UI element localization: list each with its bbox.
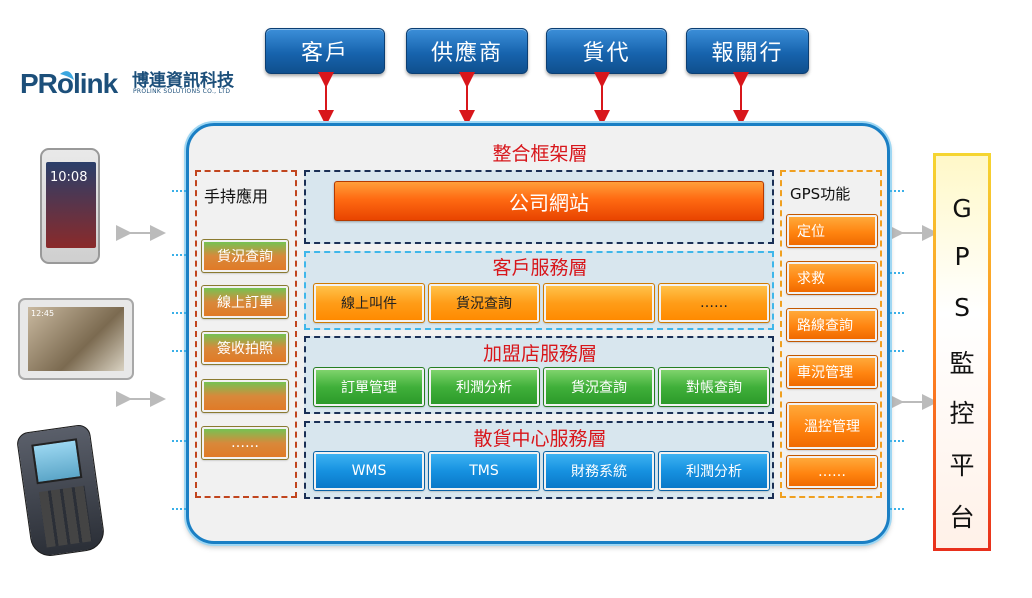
company-name-en: PROLINK SOLUTIONS CO., LTD (133, 88, 231, 95)
center-profit-analysis-button[interactable]: 利潤分析 (658, 451, 770, 491)
party-forwarder-button[interactable]: 貨代 (546, 28, 667, 74)
mobile-tracking-button[interactable]: 貨況查詢 (201, 239, 289, 273)
gps-platform-char: 控 (949, 399, 975, 428)
left-edge-dots (172, 312, 186, 314)
gps-locate-button[interactable]: 定位 (786, 214, 878, 248)
phone-clock: 10:08 (50, 170, 88, 185)
right-edge-dots (890, 508, 904, 510)
double-arrow-icon (318, 72, 749, 126)
company-logo: PRolink 博連資訊科技 PROLINK SOLUTIONS CO., LT… (20, 64, 260, 104)
gps-sos-button[interactable]: 求救 (786, 261, 878, 295)
mobile-empty-button[interactable] (201, 379, 289, 413)
customer-layer-title: 客戶服務層 (492, 257, 588, 279)
gps-route-button[interactable]: 路線查詢 (786, 308, 878, 342)
company-name-zh: 博連資訊科技 (132, 71, 234, 91)
gps-platform-char: 平 (949, 451, 975, 480)
franchise-profit-analysis-button[interactable]: 利潤分析 (428, 367, 540, 407)
gps-vehicle-status-button[interactable]: 車況管理 (786, 355, 878, 389)
customer-empty-button[interactable] (543, 283, 655, 323)
right-edge-dots (890, 272, 904, 274)
party-customs-broker-button[interactable]: 報關行 (686, 28, 809, 74)
tablet-clock: 12:45 (31, 309, 55, 318)
mobile-online-order-button[interactable]: 線上訂單 (201, 285, 289, 319)
right-edge-dots (890, 350, 904, 352)
grey-double-arrow-icon (116, 225, 938, 410)
gps-monitoring-platform: G P S 監 控 平 台 (933, 153, 991, 551)
right-edge-dots (890, 190, 904, 192)
gps-functions-panel (780, 170, 882, 498)
left-edge-dots (172, 350, 186, 352)
gps-platform-char: S (954, 293, 970, 322)
mobile-apps-title: 手持應用 (204, 187, 269, 206)
customer-more-button[interactable]: …… (658, 283, 770, 323)
mobile-signature-photo-button[interactable]: 簽收拍照 (201, 331, 289, 365)
franchise-layer-title: 加盟店服務層 (482, 343, 597, 365)
gps-temperature-button[interactable]: 溫控管理 (786, 402, 878, 450)
tablet-device-icon: 12:45 (18, 298, 134, 380)
franchise-order-mgmt-button[interactable]: 訂單管理 (313, 367, 425, 407)
customer-tracking-button[interactable]: 貨況查詢 (428, 283, 540, 323)
center-tms-button[interactable]: TMS (428, 451, 540, 491)
right-edge-dots (890, 440, 904, 442)
gps-platform-char: 監 (949, 349, 975, 378)
right-edge-dots (890, 312, 904, 314)
gps-platform-char: G (952, 194, 972, 223)
mobile-more-button[interactable]: …… (201, 426, 289, 460)
gps-platform-char: P (954, 242, 970, 271)
left-edge-dots (172, 440, 186, 442)
center-wms-button[interactable]: WMS (313, 451, 425, 491)
gps-platform-char: 台 (949, 503, 975, 532)
framework-title: 整合框架層 (492, 143, 588, 165)
gps-more-button[interactable]: …… (786, 455, 878, 489)
customer-pickup-button[interactable]: 線上叫件 (313, 283, 425, 323)
company-website-button[interactable]: 公司網站 (334, 181, 764, 221)
center-finance-button[interactable]: 財務系統 (543, 451, 655, 491)
prolink-mark-icon: PRolink (20, 68, 120, 99)
smartphone-device-icon: 10:08 (40, 148, 100, 264)
left-edge-dots (172, 190, 186, 192)
franchise-tracking-button[interactable]: 貨況查詢 (543, 367, 655, 407)
center-layer-title: 散貨中心服務層 (473, 428, 607, 450)
gps-functions-title: GPS功能 (790, 185, 851, 203)
left-edge-dots (172, 254, 186, 256)
franchise-reconciliation-button[interactable]: 對帳查詢 (658, 367, 770, 407)
left-edge-dots (172, 508, 186, 510)
mobile-apps-panel (195, 170, 297, 498)
